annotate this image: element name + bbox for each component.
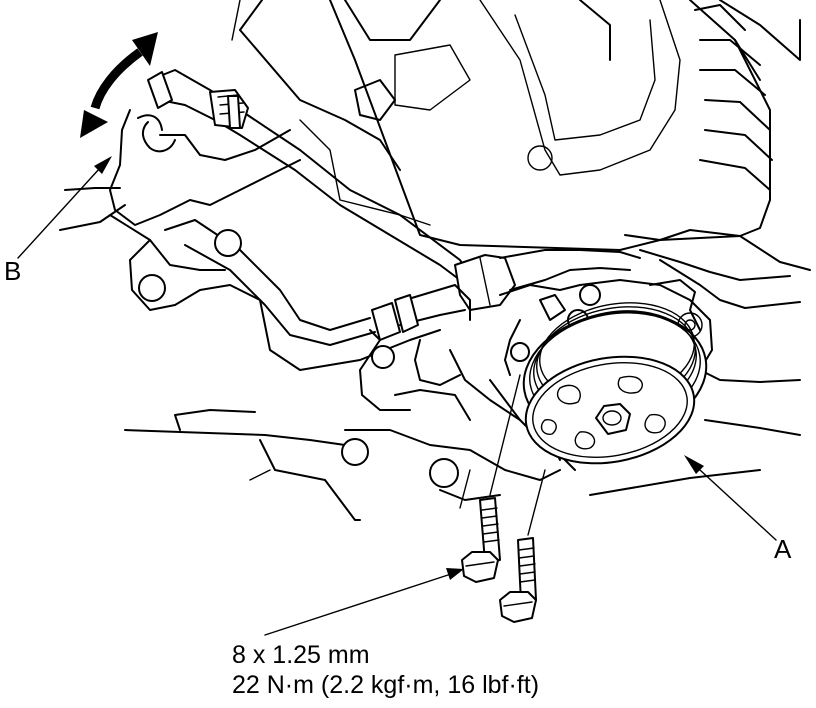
pump-pulley (522, 302, 708, 465)
callout-label-a: A (774, 534, 792, 564)
engine-block (231, 0, 811, 271)
callout-label-b: B (4, 256, 22, 286)
torque-spec: 8 x 1.25 mm 22 N·m (2.2 kgf·m, 16 lbf·ft… (232, 640, 539, 700)
bolt-guide-lines (459, 374, 546, 536)
bolt-lower (499, 537, 537, 623)
bolt-upper (461, 497, 501, 583)
torque-value: 22 N·m (2.2 kgf·m, 16 lbf·ft) (232, 671, 540, 699)
mounting-bracket (59, 109, 561, 521)
bolt-size: 8 x 1.25 mm (232, 641, 370, 669)
power-steering-hose (147, 39, 801, 341)
double-headed-curved-arrow-icon (80, 32, 158, 138)
leader-lines (17, 156, 777, 636)
